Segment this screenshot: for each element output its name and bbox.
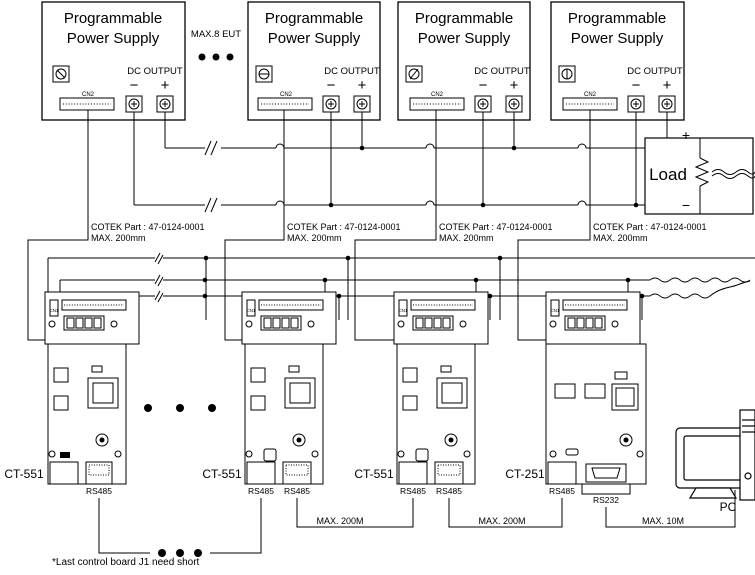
load-minus-label: − (682, 197, 690, 213)
negative-terminal-icon (474, 95, 492, 113)
ellipsis-icon (144, 404, 216, 412)
link-length-label: MAX. 10M (642, 516, 684, 526)
max-eut-label: MAX.8 EUT (191, 29, 241, 40)
minus-label: − (327, 77, 336, 94)
negative-terminal-icon (322, 95, 340, 113)
dc-output-label: DC OUTPUT (324, 66, 380, 77)
plus-label: + (358, 77, 367, 94)
load-plus-label: + (682, 127, 690, 143)
psu-title-line2: Power Supply (67, 30, 160, 47)
control-board-1: CN1 CT-551 RS485 (4, 291, 140, 496)
cable-max-label: MAX. 200mm (593, 233, 648, 243)
dc-output-label: DC OUTPUT (474, 66, 530, 77)
link-length-label: MAX. 200M (478, 516, 525, 526)
cable-part-label: COTEK Part : 47-0124-0001 (593, 222, 707, 232)
negative-terminal-icon (627, 95, 645, 113)
knob-icon (52, 65, 70, 83)
cn1-label: CN1 (49, 308, 58, 313)
dc-bus-wiring (133, 112, 701, 214)
sense-junction-dots (202, 255, 645, 299)
cn2-connector (59, 97, 115, 111)
cn2-label: CN2 (431, 92, 444, 98)
psu-title-line2: Power Supply (418, 30, 511, 47)
knob-icon (255, 65, 273, 83)
cn1-label: CN1 (550, 308, 559, 313)
plus-label: + (161, 77, 170, 94)
board-name-label: CT-551 (202, 467, 242, 481)
load-box: Load + − (644, 127, 755, 215)
link-length-label: MAX. 200M (316, 516, 363, 526)
cn2-connector (409, 97, 465, 111)
board-name-label: CT-551 (354, 467, 394, 481)
ellipsis-icon (198, 53, 234, 61)
minus-label: − (130, 77, 139, 94)
cn2-label: CN2 (280, 92, 293, 98)
cable-max-label: MAX. 200mm (439, 233, 494, 243)
psu-title-line1: Programmable (415, 10, 513, 27)
cable-part-label: COTEK Part : 47-0124-0001 (287, 222, 401, 232)
pc-icon (675, 409, 755, 501)
cn1-label: CN1 (246, 308, 255, 313)
cable-notes: COTEK Part : 47-0124-0001 MAX. 200mm COT… (91, 222, 707, 243)
control-board-2: CN1 CT-551 RS485 RS485 (202, 291, 337, 496)
rs485-chain (98, 490, 736, 554)
psu-title-line2: Power Supply (268, 30, 361, 47)
cable-part-label: COTEK Part : 47-0124-0001 (439, 222, 553, 232)
control-board-4: CN1 CT-251 RS485 RS232 (505, 291, 647, 505)
minus-label: − (632, 77, 641, 94)
power-supply-2: Programmable Power Supply DC OUTPUT − + … (247, 1, 381, 121)
port-label: RS232 (593, 495, 619, 505)
plus-label: + (663, 77, 672, 94)
cn2-label: CN2 (584, 92, 597, 98)
minus-label: − (479, 77, 488, 94)
negative-terminal-icon (125, 95, 143, 113)
port-label: RS485 (436, 486, 462, 496)
load-label: Load (649, 165, 687, 184)
psu-title-line1: Programmable (64, 10, 162, 27)
cn2-label: CN2 (82, 92, 95, 98)
power-supply-1: Programmable Power Supply DC OUTPUT − + … (41, 1, 186, 121)
dc-output-label: DC OUTPUT (127, 66, 183, 77)
ellipsis-icon (158, 549, 202, 557)
positive-terminal-icon (156, 95, 174, 113)
knob-icon (405, 65, 423, 83)
cable-max-label: MAX. 200mm (91, 233, 146, 243)
cable-part-label: COTEK Part : 47-0124-0001 (91, 222, 205, 232)
knob-icon (558, 65, 576, 83)
board-name-label: CT-251 (505, 467, 545, 481)
board-name-label: CT-551 (4, 467, 44, 481)
power-supply-3: Programmable Power Supply DC OUTPUT − + … (397, 1, 531, 121)
port-label: RS485 (248, 486, 274, 496)
pc-label: PC (720, 500, 737, 514)
psu-title-line1: Programmable (568, 10, 666, 27)
positive-terminal-icon (658, 95, 676, 113)
cn2-connector (257, 97, 313, 111)
dc-output-label: DC OUTPUT (627, 66, 683, 77)
plus-label: + (510, 77, 519, 94)
positive-terminal-icon (353, 95, 371, 113)
footnote: *Last control board J1 need short (52, 557, 200, 568)
port-label: RS485 (549, 486, 575, 496)
port-label: RS485 (400, 486, 426, 496)
control-board-3: CN1 CT-551 RS485 RS485 (354, 291, 489, 496)
bus-junction-dots (328, 145, 670, 208)
positive-terminal-icon (505, 95, 523, 113)
port-label: RS485 (86, 486, 112, 496)
port-label: RS485 (284, 486, 310, 496)
cn1-label: CN1 (398, 308, 407, 313)
psu-title-line1: Programmable (265, 10, 363, 27)
cable-max-label: MAX. 200mm (287, 233, 342, 243)
power-supply-4: Programmable Power Supply DC OUTPUT − + … (550, 1, 685, 121)
psu-title-line2: Power Supply (571, 30, 664, 47)
cn2-connector (562, 97, 618, 111)
